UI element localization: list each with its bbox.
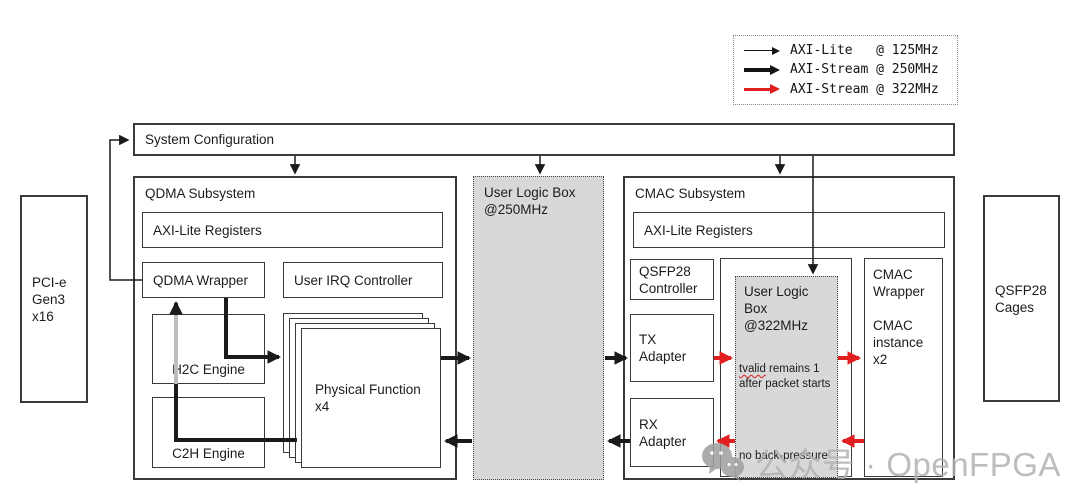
block-label: PCI-e Gen3 x16	[32, 274, 67, 324]
block-label: User IRQ Controller	[294, 272, 413, 288]
thick-red-arrow-icon	[744, 83, 780, 95]
qdma-axi-lite-registers-block: AXI-Lite Registers	[142, 212, 443, 248]
wechat-icon	[702, 443, 744, 481]
c2h-engine-block: C2H Engine	[152, 397, 265, 468]
thick-black-arrow-icon	[744, 64, 780, 76]
block-label: User Logic Box @250MHz	[484, 185, 576, 217]
block-label: QDMA Wrapper	[153, 272, 249, 288]
block-label: CMAC Wrapper CMAC instance x2	[873, 267, 925, 367]
qdma-wrapper-block: QDMA Wrapper	[142, 262, 265, 298]
user-irq-controller-block: User IRQ Controller	[283, 262, 443, 298]
annotation-text: remains 1 after packet starts	[739, 363, 831, 391]
physical-function-block: Physical Function x4	[301, 328, 441, 468]
legend-row: AXI-Stream @ 250MHz	[744, 60, 947, 79]
legend-label: AXI-Stream @ 250MHz	[790, 62, 939, 78]
qsfp28-cages-block: QSFP28 Cages	[983, 195, 1060, 402]
legend-row: AXI-Stream @ 322MHz	[744, 80, 947, 99]
block-label: Physical Function x4	[315, 382, 421, 414]
qsfp28-controller-block: QSFP28 Controller	[630, 259, 714, 300]
annotation-word: tvalid	[739, 363, 766, 376]
thin-black-arrow-icon	[744, 45, 780, 57]
annotation-text: no back-pressure	[739, 450, 828, 463]
h2c-engine-block: H2C Engine	[152, 314, 265, 384]
legend: AXI-Lite @ 125MHz AXI-Stream @ 250MHz AX…	[733, 35, 958, 105]
block-label: CMAC Subsystem	[635, 186, 746, 201]
block-label: RX Adapter	[639, 416, 687, 449]
cmac-axi-lite-registers-block: AXI-Lite Registers	[633, 212, 945, 248]
watermark: 公众号 · OpenFPGA	[700, 438, 1061, 486]
legend-label: AXI-Lite @ 125MHz	[790, 43, 939, 59]
block-label: AXI-Lite Registers	[644, 222, 753, 238]
block-label: AXI-Lite Registers	[153, 222, 262, 238]
legend-label: AXI-Stream @ 322MHz	[790, 81, 939, 97]
block-label: H2C Engine	[172, 362, 245, 377]
tx-adapter-block: TX Adapter	[630, 314, 714, 382]
block-label: QDMA Subsystem	[145, 186, 256, 201]
tvalid-annotation: tvalid remains 1 after packet starts	[739, 347, 830, 393]
block-label: QSFP28 Controller	[639, 263, 698, 296]
no-backpressure-annotation: no back-pressure	[739, 434, 828, 464]
block-label: QSFP28 Cages	[995, 282, 1047, 315]
user-logic-box-322-block: User Logic Box @322MHz	[735, 276, 838, 478]
rx-adapter-block: RX Adapter	[630, 398, 714, 467]
block-label: System Configuration	[145, 132, 275, 147]
legend-row: AXI-Lite @ 125MHz	[744, 41, 947, 60]
block-label: TX Adapter	[639, 332, 687, 364]
watermark-text: 公众号 · OpenFPGA	[755, 446, 1061, 483]
system-configuration-block: System Configuration	[133, 123, 955, 156]
cmac-wrapper-block: CMAC Wrapper CMAC instance x2	[864, 258, 943, 477]
block-label: C2H Engine	[172, 446, 245, 461]
pcie-block: PCI-e Gen3 x16	[20, 195, 88, 403]
block-label: User Logic Box @322MHz	[744, 284, 809, 333]
user-logic-box-250-block: User Logic Box @250MHz	[473, 176, 604, 480]
